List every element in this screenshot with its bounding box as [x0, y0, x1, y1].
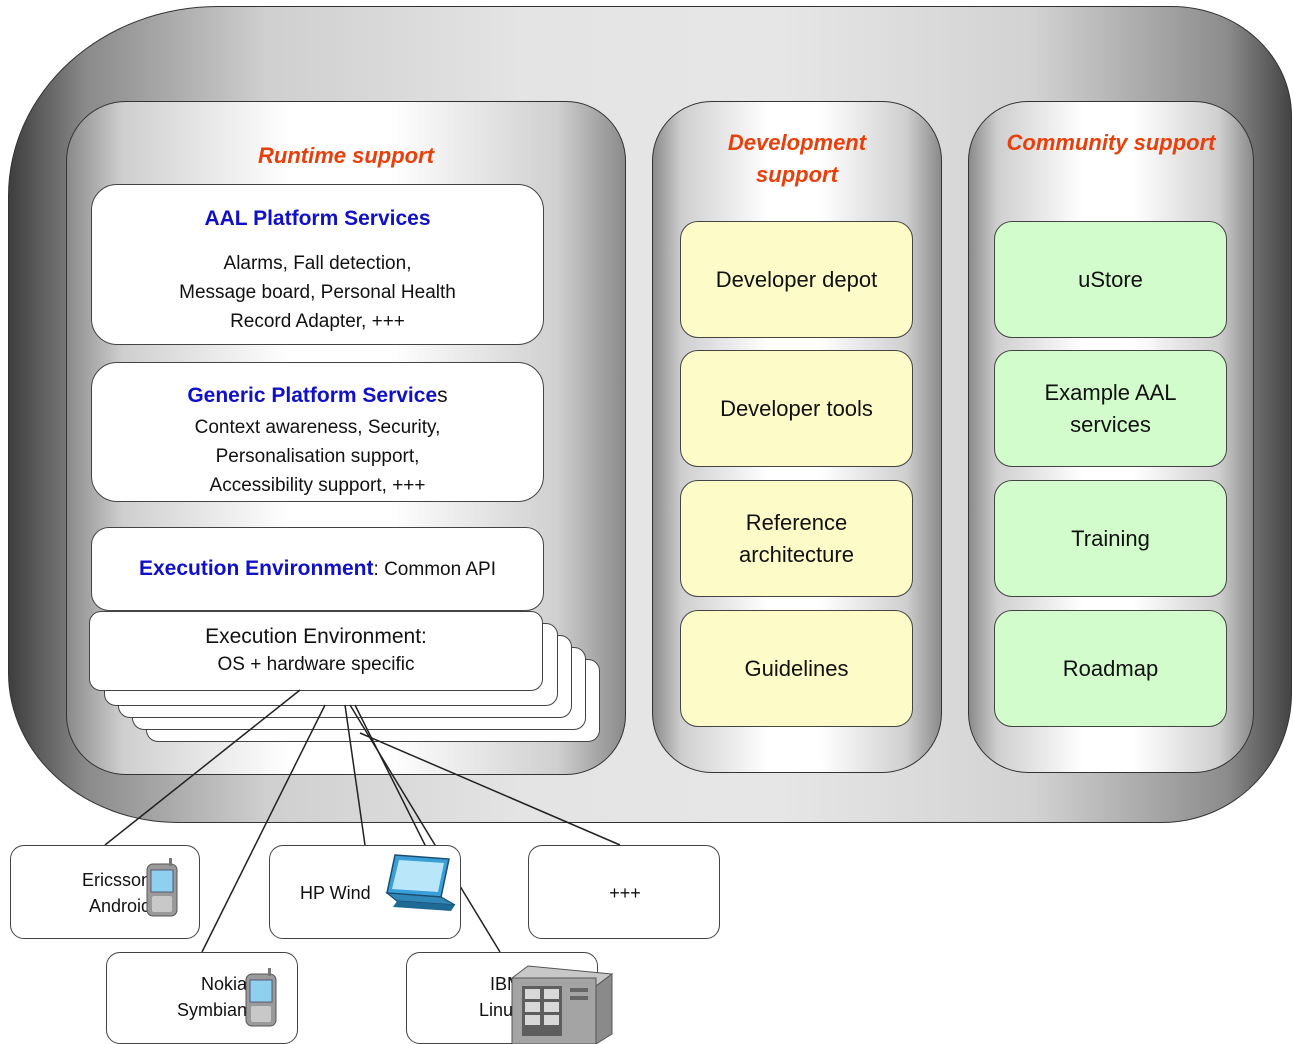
execution-environment-os-line2: OS + hardware specific — [217, 654, 415, 675]
hp-windows-box[interactable]: HP Wind — [269, 845, 461, 939]
guidelines-tile[interactable]: Guidelines — [680, 610, 913, 727]
ibm-label-line2: Linux — [478, 1000, 522, 1020]
developer-depot-tile[interactable]: Developer depot — [680, 221, 913, 338]
ustore-tile[interactable]: uStore — [994, 221, 1227, 338]
runtime-support-title: Runtime support — [258, 143, 434, 168]
other-platforms-label: +++ — [609, 883, 641, 903]
training-tile[interactable]: Training — [994, 480, 1227, 597]
other-platforms-box[interactable]: +++ — [528, 845, 720, 939]
ibm-label-line1: IBM — [489, 974, 522, 994]
generic-platform-services-heading: Generic Platform Service — [187, 384, 438, 407]
generic-platform-services-title: Generic Platform Services — [92, 381, 543, 411]
hp-label: HP Wind — [300, 883, 371, 903]
ericsson-label-line2: Android — [88, 896, 151, 916]
execution-environment-os-box: Execution Environment: OS + hardware spe… — [89, 611, 543, 691]
generic-heading-suffix: s — [437, 384, 448, 407]
development-support-title: Development support — [652, 127, 942, 191]
nokia-label-line1: Nokia — [200, 974, 247, 994]
aal-services-line: Alarms, Fall detection, — [223, 253, 412, 274]
aal-services-line: Message board, Personal Health — [179, 282, 456, 303]
example-aal-services-tile[interactable]: Example AAL services — [994, 350, 1227, 467]
ericsson-android-box[interactable]: Ericsson Android — [10, 845, 200, 939]
generic-platform-services-box: Generic Platform Services Context awaren… — [91, 362, 544, 502]
execution-environment-os-line1: Execution Environment: — [205, 625, 427, 648]
aal-services-line: Record Adapter, +++ — [230, 311, 405, 332]
ericsson-label-line1: Ericsson — [81, 870, 151, 890]
generic-services-line: Personalisation support, — [215, 446, 420, 467]
ibm-label: IBM Linux — [417, 971, 522, 1023]
aal-platform-services-box: AAL Platform Services Alarms, Fall detec… — [91, 184, 544, 345]
developer-tools-tile[interactable]: Developer tools — [680, 350, 913, 467]
execution-environment-common-box: Execution Environment: Common API — [91, 527, 544, 611]
execution-environment-heading: Execution Environment — [138, 557, 374, 580]
nokia-label: Nokia Symbian — [137, 971, 247, 1023]
development-title-line1: Development — [727, 130, 867, 155]
execution-environment-common-api: : Common API — [373, 559, 497, 580]
reference-architecture-tile[interactable]: Reference architecture — [680, 480, 913, 597]
nokia-label-line2: Symbian — [176, 1000, 247, 1020]
aal-platform-services-heading: AAL Platform Services — [204, 207, 431, 230]
ibm-linux-box[interactable]: IBM Linux — [406, 952, 598, 1044]
generic-services-line: Context awareness, Security, — [194, 417, 441, 438]
generic-services-line: Accessibility support, +++ — [209, 475, 426, 496]
nokia-symbian-box[interactable]: Nokia Symbian — [106, 952, 298, 1044]
roadmap-tile[interactable]: Roadmap — [994, 610, 1227, 727]
development-title-line2: support — [756, 162, 838, 187]
ericsson-label: Ericsson Android — [51, 867, 151, 919]
community-support-title: Community support — [1006, 130, 1216, 155]
